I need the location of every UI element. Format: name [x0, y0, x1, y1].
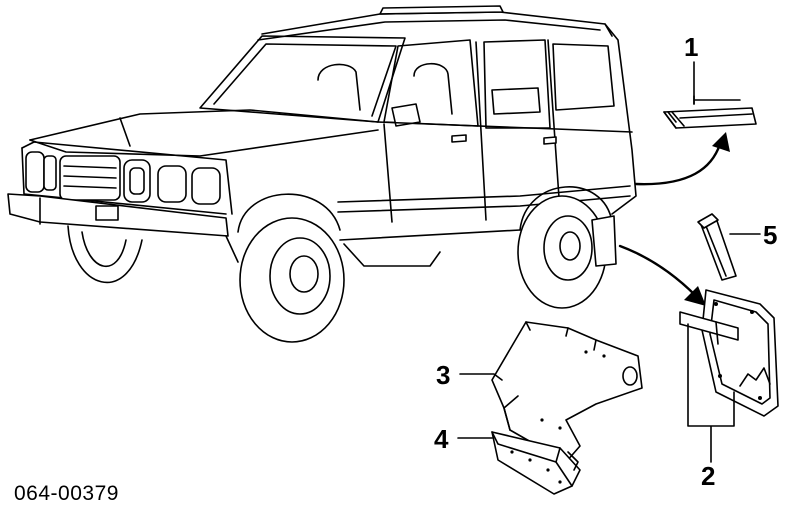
leader-arrows	[618, 132, 730, 306]
callout-label-5: 5	[763, 220, 778, 250]
arrow-head-icon	[712, 132, 730, 152]
vehicle-illustration	[7, 5, 637, 343]
part-5-bracket	[697, 213, 737, 281]
part-2-mud-flap	[679, 289, 779, 417]
diagram-part-number: 064-00379	[14, 482, 119, 505]
part-3-splash-shield	[491, 321, 643, 463]
part-1-body-moulding	[663, 95, 757, 129]
callout-label-3: 3	[436, 360, 451, 390]
callout-2-leader	[687, 323, 735, 463]
callout-label-1: 1	[684, 32, 699, 62]
callout-label-2: 2	[701, 461, 716, 491]
callout-label-4: 4	[434, 424, 449, 454]
part-4-lower-plate	[491, 431, 581, 495]
arrow-head-icon	[684, 286, 706, 306]
callout-3-leader	[459, 373, 503, 381]
